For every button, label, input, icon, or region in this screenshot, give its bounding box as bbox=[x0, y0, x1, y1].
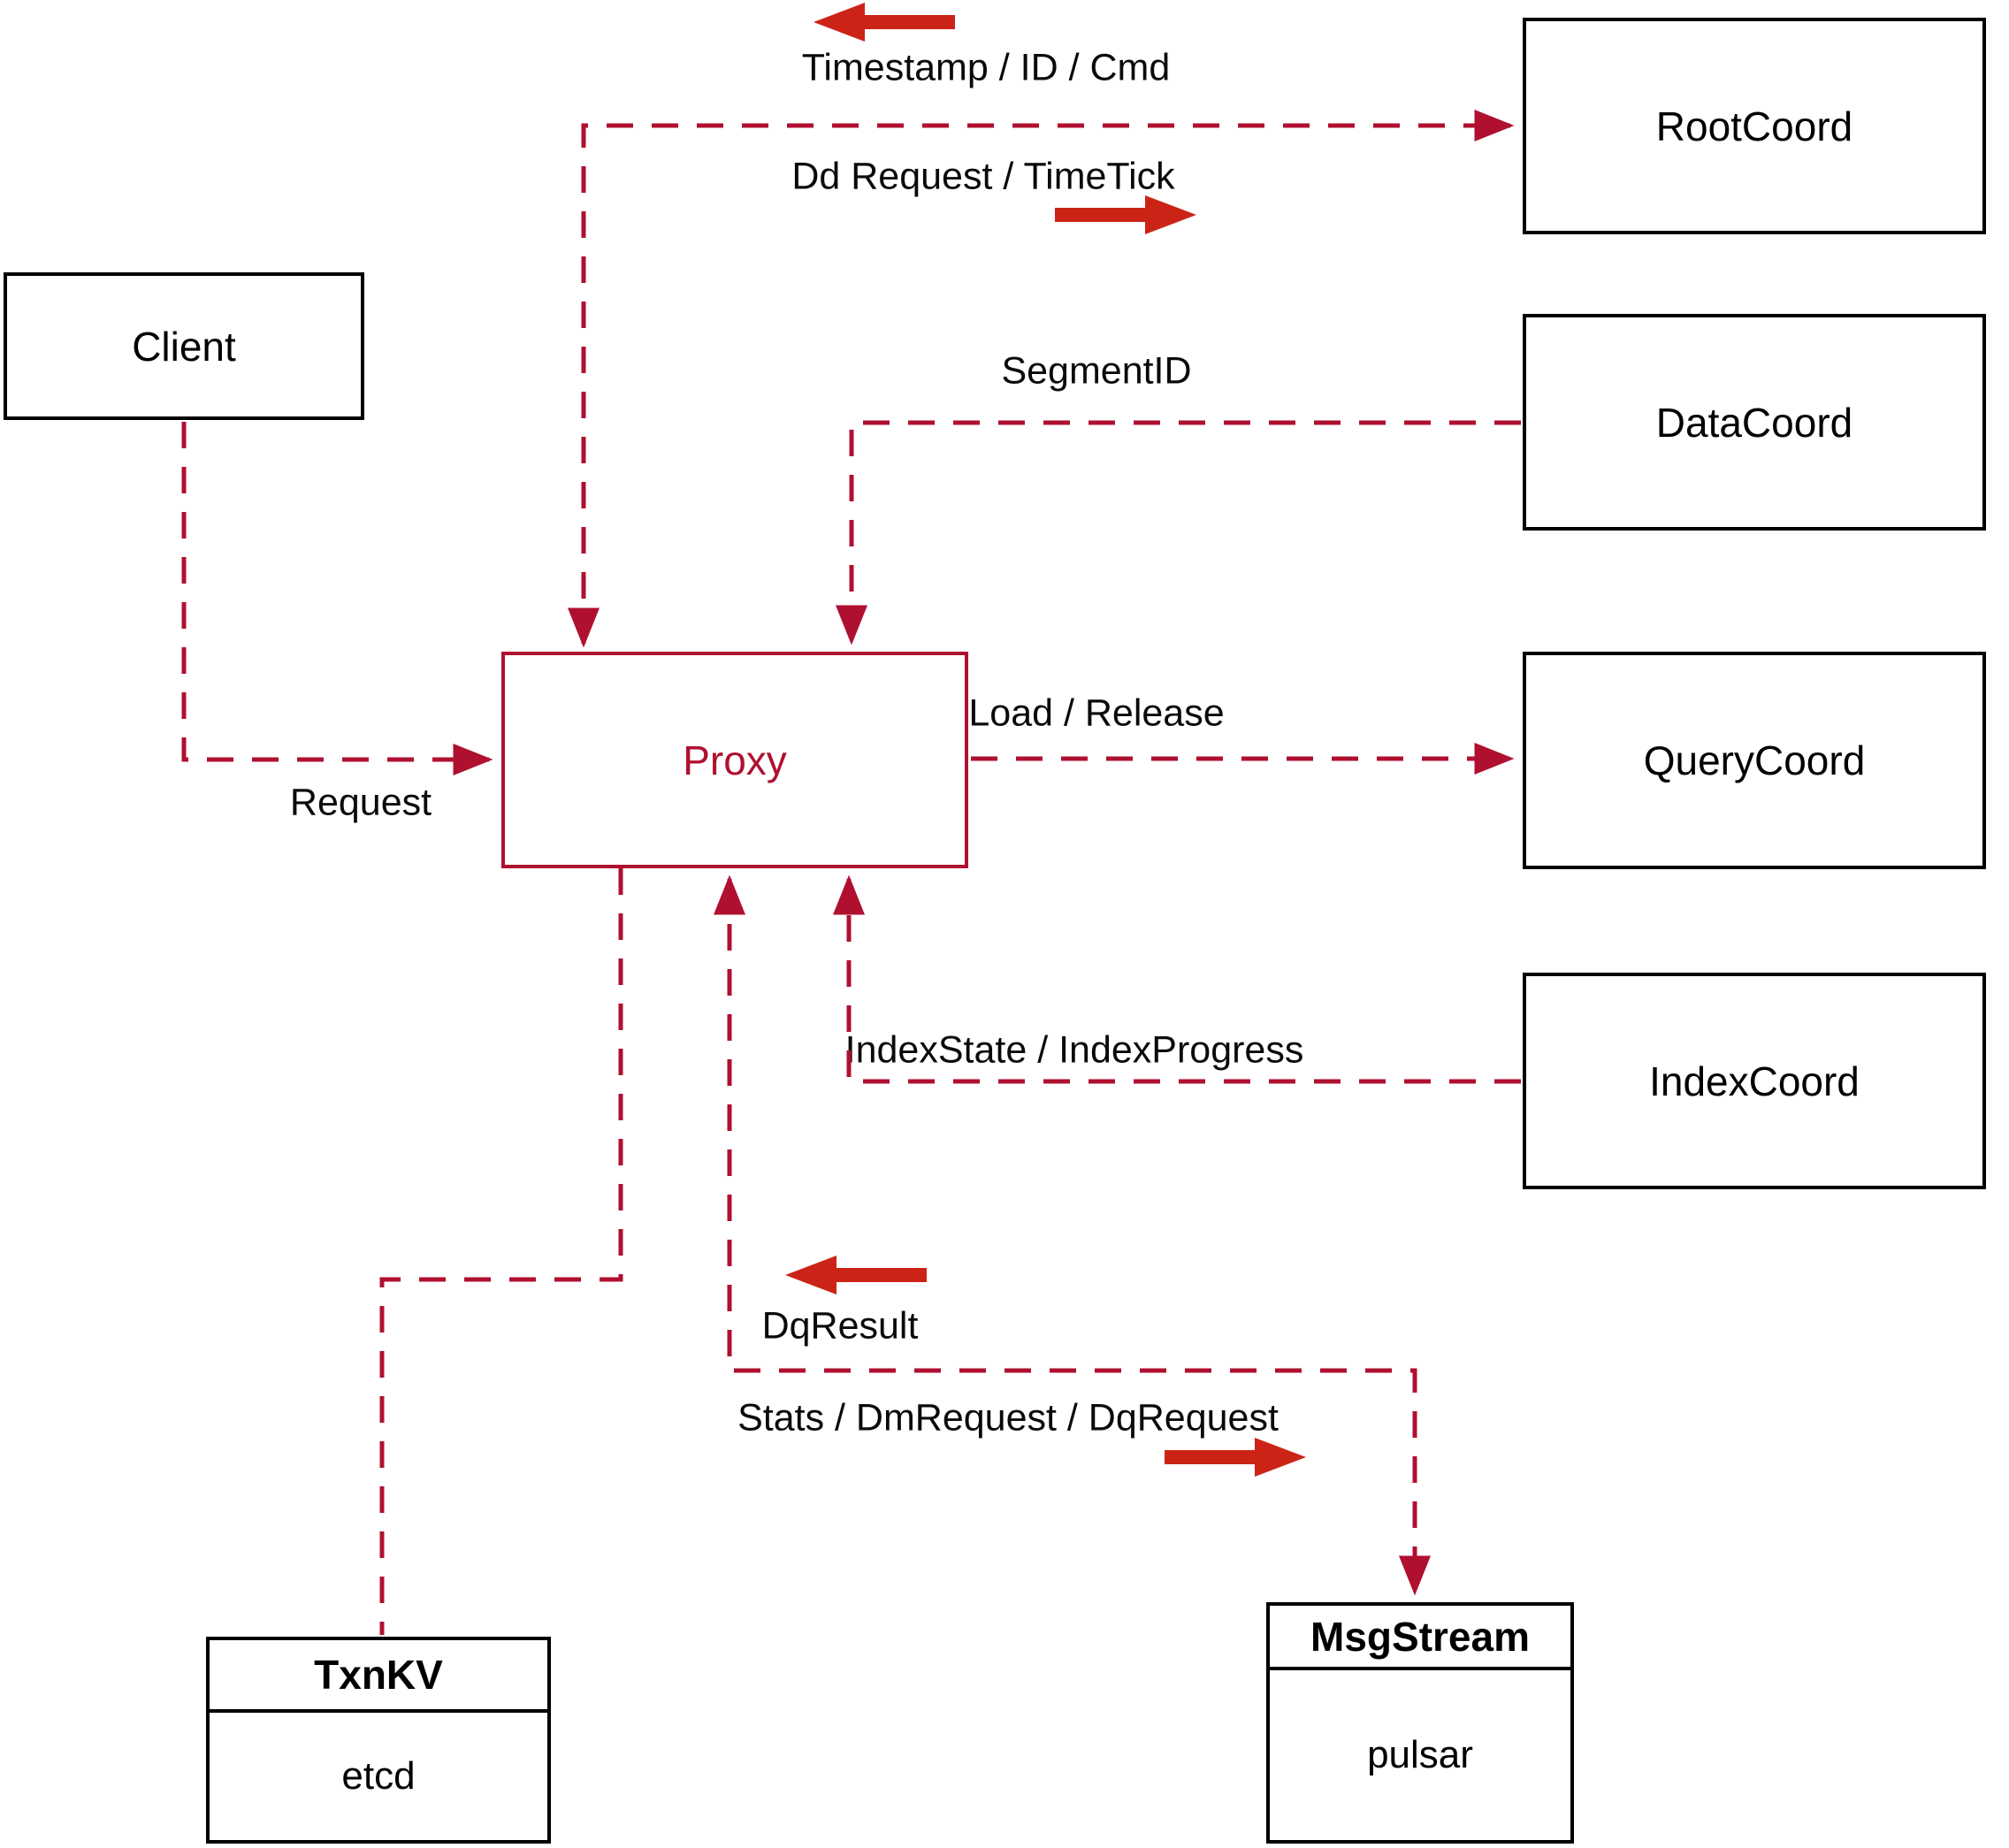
edge-client-to-proxy bbox=[181, 422, 493, 775]
txnkv-title: TxnKV bbox=[210, 1640, 547, 1713]
indexcoord-label: IndexCoord bbox=[1649, 1058, 1860, 1104]
arrow-left-icon bbox=[814, 3, 955, 42]
datacoord-label: DataCoord bbox=[1655, 399, 1853, 446]
txnkv-node: TxnKV etcd bbox=[206, 1637, 551, 1844]
datacoord-node: DataCoord bbox=[1523, 314, 1986, 531]
msgstream-title: MsgStream bbox=[1270, 1606, 1570, 1670]
arrow-right-icon bbox=[1055, 195, 1196, 234]
arrow-left-icon bbox=[785, 1256, 927, 1294]
rootcoord-node: RootCoord bbox=[1523, 18, 1986, 234]
msgstream-node: MsgStream pulsar bbox=[1266, 1602, 1574, 1844]
edge-proxy-msgstream bbox=[714, 874, 1431, 1596]
edge-label-dq-result: DqResult bbox=[761, 1304, 919, 1348]
proxy-node: Proxy bbox=[501, 652, 968, 868]
edge-label-index-state: IndexState / IndexProgress bbox=[844, 1028, 1304, 1072]
msgstream-body: pulsar bbox=[1367, 1733, 1473, 1776]
rootcoord-label: RootCoord bbox=[1655, 103, 1853, 149]
edge-proxy-to-txnkv bbox=[379, 868, 623, 1635]
querycoord-node: QueryCoord bbox=[1523, 652, 1986, 869]
arrow-right-icon bbox=[1165, 1438, 1306, 1477]
client-node: Client bbox=[4, 272, 364, 420]
edge-datacoord-to-proxy bbox=[836, 420, 1521, 645]
edge-label-request: Request bbox=[289, 781, 432, 824]
edge-label-stats: Stats / DmRequest / DqRequest bbox=[737, 1396, 1279, 1439]
edge-label-dd-request: Dd Request / TimeTick bbox=[791, 155, 1175, 198]
edge-label-segment-id: SegmentID bbox=[1001, 349, 1192, 393]
proxy-label: Proxy bbox=[683, 737, 787, 783]
indexcoord-node: IndexCoord bbox=[1523, 973, 1986, 1189]
client-label: Client bbox=[132, 323, 236, 370]
edge-label-load-release: Load / Release bbox=[968, 691, 1225, 735]
txnkv-body: etcd bbox=[341, 1754, 416, 1798]
querycoord-label: QueryCoord bbox=[1643, 737, 1866, 783]
edge-label-timestamp: Timestamp / ID / Cmd bbox=[801, 46, 1171, 89]
